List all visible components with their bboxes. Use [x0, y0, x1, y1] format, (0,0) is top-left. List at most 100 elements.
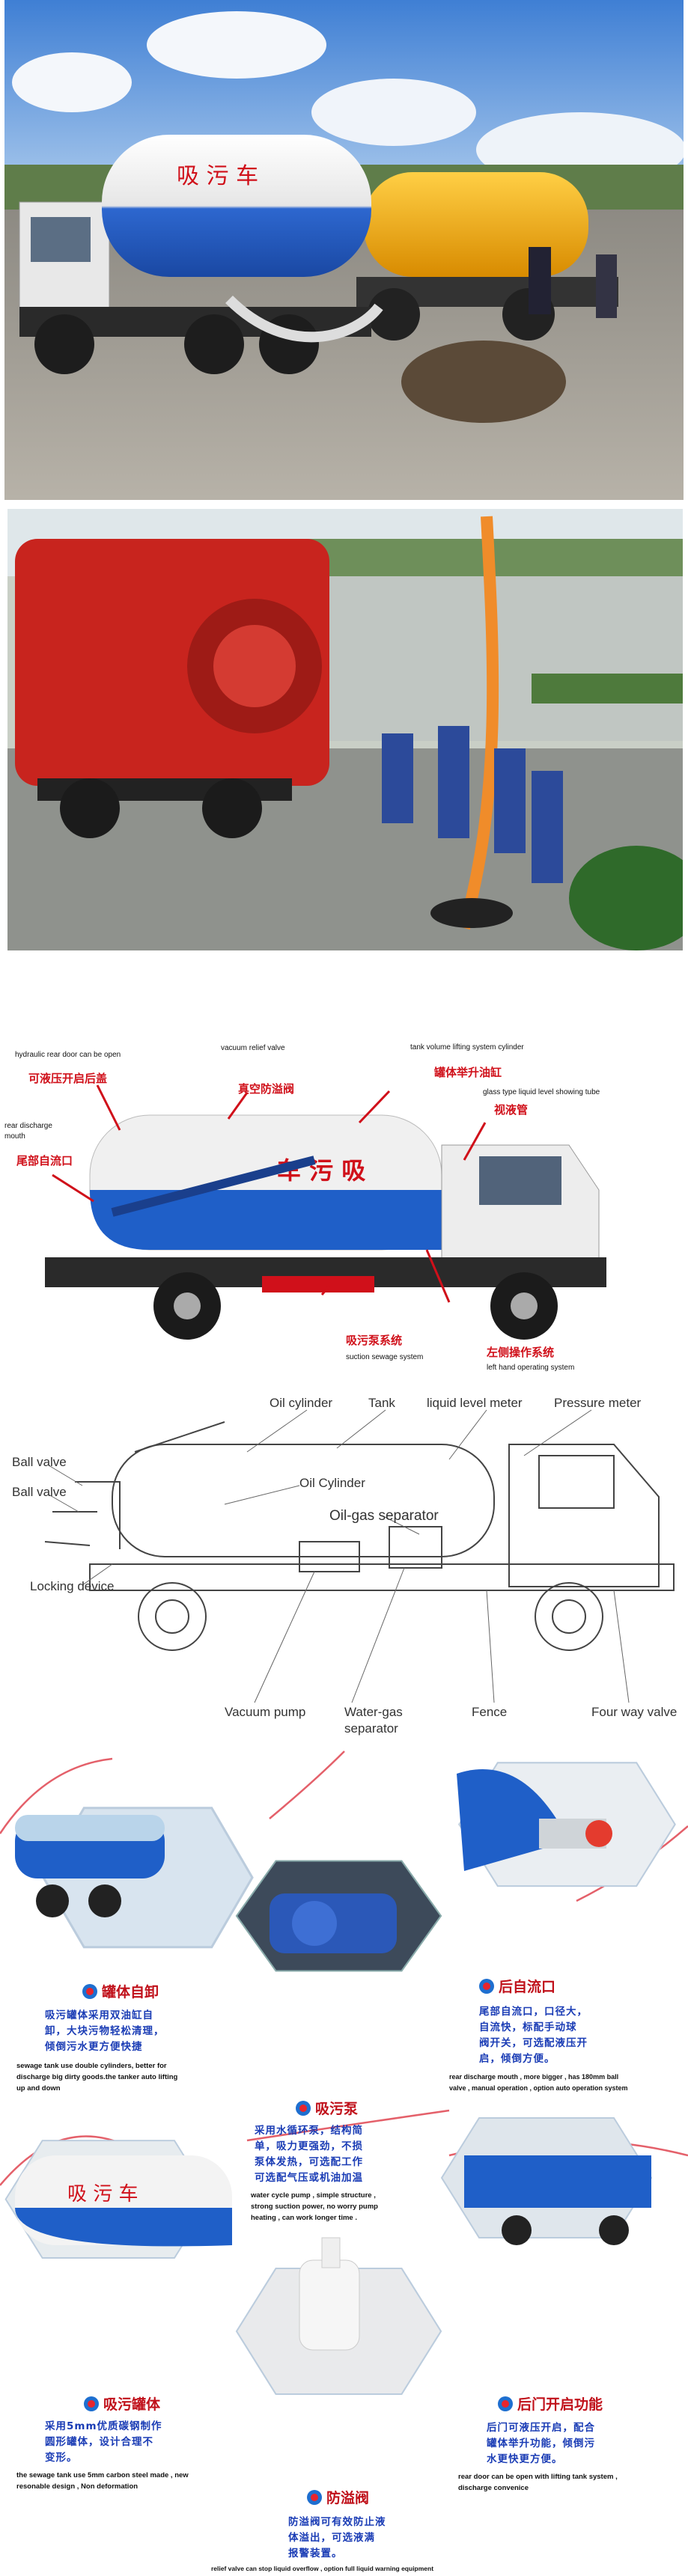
badge-dot-icon: [296, 2100, 311, 2116]
label-suction-pump-cn: 吸污泵系统: [346, 1334, 403, 1347]
cn-line: 采用5mm优质碳钢制作: [45, 2420, 162, 2432]
feature-rear-door-en: rear door can be open with lifting tank …: [458, 2471, 683, 2494]
feature-rear-outlet-cn: 尾部自流口，口径大， 自流快，标配手动球 阀开关，可选配液压开 启，倾倒方便。: [479, 2004, 681, 2067]
badge-dot-icon: [498, 2396, 513, 2411]
features-connectors: 吸 污 车: [0, 1751, 688, 2396]
feature-suction-tank-cn: 采用5mm优质碳钢制作 圆形罐体，设计合理不 变形。: [45, 2419, 240, 2466]
en-line: valve , manual operation , option auto o…: [449, 2084, 628, 2092]
label-tank-lift-en: tank volume lifting system cylinder: [410, 1043, 524, 1052]
feature-pump-en: water cycle pump , simple structure , st…: [251, 2190, 445, 2224]
hex-photo-rear-outlet: [457, 1762, 676, 1887]
en-line: rear door can be open with lifting tank …: [458, 2473, 618, 2481]
label-left-operating-cn: 左侧操作系统: [487, 1346, 555, 1359]
hex-photo-relief-valve: [235, 2237, 442, 2396]
cn-line: 水更快更方便。: [487, 2453, 563, 2465]
photo2-illustration: [7, 509, 683, 950]
cn-line: 罐体举升功能，倾倒污: [487, 2438, 595, 2450]
en-line: discharge convenice: [458, 2484, 529, 2492]
en-line: rear discharge mouth , more bigger , has…: [449, 2073, 619, 2081]
en-line: water cycle pump , simple structure ,: [251, 2191, 376, 2200]
hex-tank-text: 吸 污 车: [67, 2183, 138, 2206]
cn-line: 报警装置。: [288, 2548, 343, 2560]
en-line: resonable design , Non deformation: [16, 2482, 138, 2491]
en-line: discharge big dirty goods.the tanker aut…: [16, 2073, 178, 2081]
cn-line: 尾部自流口，口径大，: [479, 2006, 588, 2018]
feature-relief-valve-cn: 防溢阀可有效防止液 体溢出，可选液满 报警装置。: [288, 2515, 483, 2562]
feature-rear-door-title: 后门开启功能: [498, 2393, 603, 2414]
features-section: 吸 污 车 罐体自卸 吸污罐体采用双油缸自 卸，大块污物轻松清理， 倾倒污水更方…: [0, 1736, 688, 2576]
cn-line: 体溢出，可选液满: [288, 2532, 375, 2544]
diagram-locking-device: Locking device: [30, 1579, 115, 1593]
feature-pump-cn: 采用水循环泵，结构简 单，吸力更强劲，不损 泵体发热，可选配工作 可选配气压或机…: [255, 2123, 457, 2186]
feature-rear-outlet-title: 后自流口: [479, 1976, 555, 1996]
feature-relief-valve-title: 防溢阀: [307, 2487, 369, 2507]
badge-dot-icon: [479, 1978, 494, 1994]
feature-title-text: 防溢阀: [326, 2490, 370, 2506]
badge-dot-icon: [84, 2396, 99, 2411]
feature-title-text: 吸污罐体: [103, 2396, 161, 2413]
feature-title-text: 后自流口: [499, 1979, 556, 1995]
en-line: up and down: [16, 2084, 61, 2093]
cn-line: 变形。: [45, 2452, 78, 2464]
en-line: sewage tank use double cylinders, better…: [16, 2062, 167, 2070]
label-suction-pump-en: suction sewage system: [346, 1353, 424, 1361]
feature-suction-tank-en: the sewage tank use 5mm carbon steel mad…: [16, 2470, 241, 2492]
cn-line: 圆形罐体，设计合理不: [45, 2436, 153, 2448]
diagram-four-way-valve: Four way valve: [591, 1705, 678, 1719]
label-left-operating-en: left hand operating system: [487, 1364, 575, 1372]
en-line: relief valve can stop liquid overflow , …: [211, 2565, 434, 2572]
cn-line: 可选配气压或机油加温: [255, 2172, 363, 2184]
label-tank-lift-cn: 罐体举升油缸: [434, 1066, 502, 1079]
diagram-pressure-meter: Pressure meter: [554, 1396, 642, 1410]
feature-rear-outlet-en: rear discharge mouth , more bigger , has…: [449, 2072, 688, 2094]
feature-relief-valve-en: relief valve can stop liquid overflow , …: [211, 2563, 555, 2575]
feature-title-text: 后门开启功能: [517, 2396, 603, 2413]
cn-line: 防溢阀可有效防止液: [288, 2516, 386, 2528]
hex-photo-rear-door: [440, 2117, 653, 2245]
cn-line: 后门可液压开启，配合: [487, 2422, 595, 2434]
feature-rear-door-cn: 后门可液压开启，配合 罐体举升功能，倾倒污 水更快更方便。: [487, 2420, 681, 2467]
pointer-line-icon: [52, 1084, 487, 1303]
cn-line: 卸，大块污物轻松清理，: [45, 2025, 165, 2037]
line-diagram-drawing: [44, 1409, 675, 1703]
feature-tank-dump-cn: 吸污罐体采用双油缸自 卸，大块污物轻松清理， 倾倒污水更方便快捷: [45, 2008, 240, 2055]
cn-line: 阀开关，可选配液压开: [479, 2037, 588, 2049]
label-rear-discharge-en: rear discharge mouth: [4, 1122, 52, 1141]
en-line: strong suction power, no worry pump: [251, 2203, 378, 2211]
diagram-ball-valve-2: Ball valve: [12, 1485, 67, 1499]
cn-line: 自流快，标配手动球: [479, 2021, 577, 2033]
feature-title-text: 吸污泵: [315, 2101, 359, 2117]
cn-line: 单，吸力更强劲，不损: [255, 2140, 363, 2152]
diagram-vacuum-pump: Vacuum pump: [225, 1705, 306, 1719]
diagram-oil-cylinder-mid: Oil Cylinder: [299, 1476, 365, 1490]
cn-line: 吸污罐体采用双油缸自: [45, 2009, 153, 2021]
photo-jetting-truck-workers: [7, 509, 683, 950]
hex-photo-suction-tank: 吸 污 车: [4, 2140, 232, 2259]
en-line: heating , can work longer time .: [251, 2214, 357, 2222]
badge-dot-icon: [82, 1983, 97, 1999]
feature-tank-dump-en: sewage tank use double cylinders, better…: [16, 2060, 241, 2094]
diagram-liquid-level: liquid level meter: [427, 1396, 523, 1410]
cn-line: 采用水循环泵，结构简: [255, 2125, 363, 2137]
label-glass-tube-cn: 视液管: [494, 1103, 529, 1117]
cn-line: 泵体发热，可选配工作: [255, 2156, 363, 2168]
en-line: the sewage tank use 5mm carbon steel mad…: [16, 2471, 189, 2479]
diagram-separator: separator: [344, 1721, 398, 1736]
diagram-fence: Fence: [472, 1705, 508, 1719]
diagram-water-gas: Water-gas: [344, 1705, 403, 1719]
label-hydraulic-door-cn: 可液压开启后盖: [28, 1072, 108, 1085]
hex-photo-tank-dump: [15, 1807, 254, 1949]
label-vacuum-relief-en: vacuum relief valve: [221, 1044, 285, 1052]
label-hydraulic-door-en: hydraulic rear door can be open: [15, 1051, 121, 1059]
feature-tank-dump-title: 罐体自卸: [82, 1981, 159, 2001]
diagram-tank: Tank: [368, 1396, 395, 1410]
label-vacuum-relief-cn: 真空防溢阀: [238, 1082, 295, 1096]
label-glass-tube-en: glass type liquid level showing tube: [483, 1088, 600, 1096]
annotated-truck-drawing: 车 污 吸: [45, 1084, 606, 1340]
diagram-ball-valve-1: Ball valve: [12, 1455, 67, 1469]
annotated-truck-section: 车 污 吸 hydraulic rear door can be open 可液…: [0, 1033, 688, 1392]
cn-line: 倾倒污水更方便快捷: [45, 2041, 143, 2053]
diagram-oil-cylinder-top: Oil cylinder: [270, 1396, 333, 1410]
line-diagram-section: Oil cylinder Tank liquid level meter Pre…: [0, 1392, 688, 1736]
hex-photo-pump: [235, 1860, 442, 1972]
